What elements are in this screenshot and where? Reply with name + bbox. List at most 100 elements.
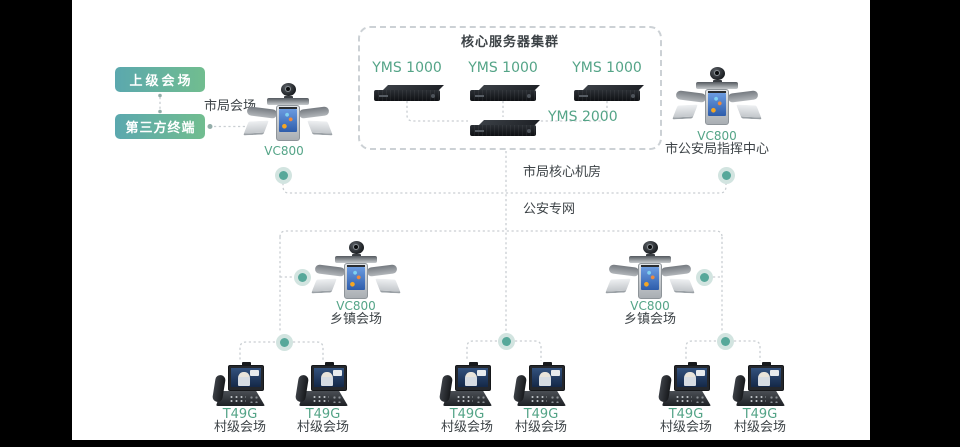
village-model-label-3: T49G [449, 407, 485, 422]
village-name-label-2: 村级会场 [296, 420, 349, 435]
village-name-label-4: 村级会场 [514, 420, 567, 435]
caller-silhouette [758, 372, 770, 386]
phone-screen [311, 362, 347, 391]
village-model-label-4: T49G [523, 407, 559, 422]
vc800-console [705, 89, 729, 125]
phone-video [751, 368, 781, 387]
phone-base [736, 391, 785, 406]
server-led [431, 94, 435, 98]
server-logo [475, 95, 484, 97]
command-center-vc800-device-icon [672, 67, 762, 125]
network-node-dot-icon [695, 268, 713, 286]
vc800-mic-pad-left [672, 104, 698, 120]
vc800-mic-arm-left [675, 90, 707, 103]
phone-screen [748, 362, 784, 391]
township-right-model-label: VC800 [630, 299, 670, 313]
vc800-camera-icon [281, 83, 296, 99]
vc800-mic-pad-left [243, 120, 269, 136]
vc800-camera-icon [710, 67, 725, 83]
vc800-console [276, 105, 300, 141]
phone-base [517, 391, 566, 406]
phone-screen [228, 362, 264, 391]
township-left-model-label: VC800 [336, 299, 376, 313]
yms1000-server-icon-3 [574, 84, 644, 101]
vc800-console-screen [708, 91, 726, 116]
yms1000-server-icon-1 [374, 84, 444, 101]
server-front-panel [470, 125, 536, 136]
vc800-camera-icon [349, 241, 364, 257]
city-site-label: 市局会场 [204, 99, 257, 114]
phone-video [314, 368, 344, 387]
phone-keypad [456, 395, 473, 404]
yms1000-label-2: YMS 1000 [468, 60, 538, 76]
phone-base [216, 391, 265, 406]
core-server-cluster-box [358, 26, 662, 150]
village-phone-icon-2 [294, 362, 350, 406]
server-logo [579, 95, 588, 97]
village-model-label-1: T49G [222, 407, 258, 422]
server-logo [475, 130, 484, 132]
village-model-label-6: T49G [742, 407, 778, 422]
pip-window [250, 370, 259, 376]
village-phone-icon-3 [438, 362, 494, 406]
vc800-soundbar [629, 256, 671, 263]
vc800-mic-pad-right [375, 278, 401, 294]
vc800-mic-pad-right [307, 120, 333, 136]
server-led [527, 94, 531, 98]
township-right-vc800-device-icon [605, 241, 695, 299]
cluster-title: 核心服务器集群 [460, 35, 559, 50]
vc800-mic-pad-right [669, 278, 695, 294]
vc800-mic-arm-right [660, 264, 692, 277]
vc800-mic-arm-left [246, 106, 278, 119]
vc800-mic-arm-right [298, 106, 330, 119]
phone-keypad [675, 395, 692, 404]
phone-video [677, 368, 707, 387]
phone-keypad [530, 395, 547, 404]
vc800-mic-arm-right [727, 90, 759, 103]
village-phone-icon-4 [512, 362, 568, 406]
phone-softkeys [332, 395, 341, 403]
caller-silhouette [684, 372, 696, 386]
vc800-mic-pad-left [605, 278, 631, 294]
vc800-console-screen [279, 107, 297, 132]
vc800-console-screen [347, 265, 365, 290]
city-vc800-model-label: VC800 [264, 144, 304, 158]
yms1000-server-icon-2 [470, 84, 540, 101]
network-node-dot-icon [716, 332, 734, 350]
server-front-panel [470, 90, 536, 101]
network-node-dot-icon [293, 268, 311, 286]
server-front-panel [574, 90, 640, 101]
vc800-mic-arm-left [608, 264, 640, 277]
network-node-dot-icon [717, 166, 735, 184]
third-party-terminal-node: 第三方终端 [115, 114, 205, 139]
caller-silhouette [321, 372, 333, 386]
pip-window [333, 370, 342, 376]
vc800-soundbar [335, 256, 377, 263]
phone-keypad [749, 395, 766, 404]
phone-softkeys [695, 395, 704, 403]
vc800-mic-pad-right [736, 104, 762, 120]
village-model-label-5: T49G [668, 407, 704, 422]
pip-window [477, 370, 486, 376]
vc800-soundbar [696, 82, 738, 89]
village-phone-icon-1 [211, 362, 267, 406]
village-name-label-5: 村级会场 [659, 420, 712, 435]
vc800-console-screen [641, 265, 659, 290]
private-network-label: 公安专网 [523, 202, 576, 217]
vc800-mic-pad-left [311, 278, 337, 294]
vc800-camera-icon [643, 241, 658, 257]
server-led [631, 94, 635, 98]
phone-keypad [312, 395, 329, 404]
yms1000-label-1: YMS 1000 [372, 60, 442, 76]
vc800-mic-arm-left [314, 264, 346, 277]
phone-keypad [229, 395, 246, 404]
phone-video [532, 368, 562, 387]
caller-silhouette [238, 372, 250, 386]
phone-softkeys [476, 395, 485, 403]
phone-base [662, 391, 711, 406]
phone-softkeys [769, 395, 778, 403]
yms2000-label: YMS 2000 [548, 109, 618, 125]
vc800-soundbar [267, 98, 309, 105]
core-room-label: 市局核心机房 [523, 165, 602, 180]
